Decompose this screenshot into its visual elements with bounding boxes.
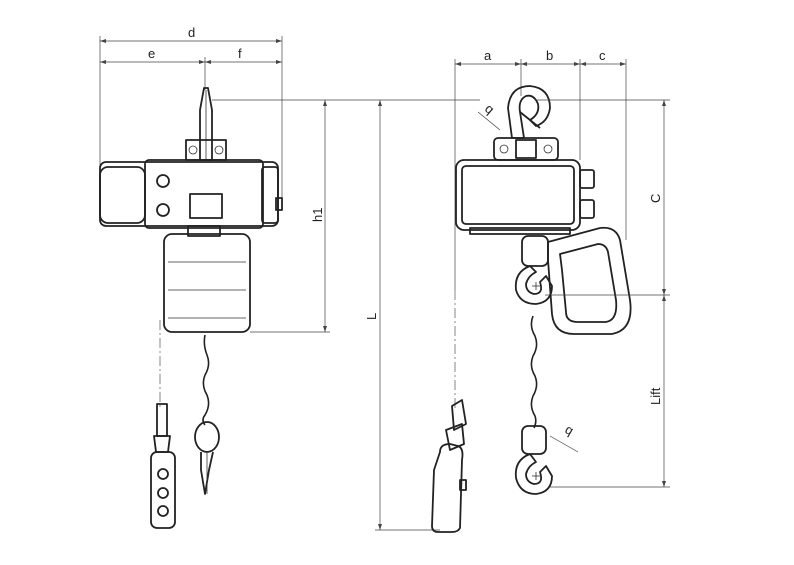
side-handle — [547, 226, 632, 335]
dim-label-L: L — [364, 313, 379, 320]
top-hook: q — [477, 85, 559, 161]
side-control-pendant — [431, 399, 467, 533]
dim-L: L — [364, 100, 440, 531]
dim-label-c: c — [599, 48, 606, 63]
front-view: d e f — [99, 25, 480, 529]
gearbox — [163, 233, 251, 333]
front-bottom-hook — [194, 421, 220, 495]
pendant-button-down — [157, 487, 169, 499]
top-suspension — [185, 87, 227, 161]
hook-raised — [514, 235, 553, 305]
dim-h1: h1 — [212, 99, 480, 333]
dim-label-bottom-hook: q — [563, 422, 577, 439]
pendant-button-up — [157, 468, 169, 480]
side-body — [455, 159, 595, 235]
front-chain — [202, 334, 210, 426]
pendant-button-stop — [157, 505, 169, 517]
dim-e-f: e f — [100, 46, 282, 90]
dim-label-h1: h1 — [310, 208, 325, 222]
dim-label-f: f — [238, 46, 242, 61]
control-pendant — [150, 403, 176, 529]
motor-housing — [99, 159, 283, 237]
dim-label-a: a — [484, 48, 492, 63]
dim-label-b: b — [546, 48, 553, 63]
side-chain — [530, 315, 538, 429]
dim-label-C: C — [648, 194, 663, 203]
hook-lowered: q — [514, 422, 579, 495]
dim-label-lift: Lift — [648, 387, 663, 405]
dim-lift: Lift — [550, 295, 670, 488]
dim-label-d: d — [188, 25, 195, 40]
dim-C: C — [535, 99, 670, 296]
dim-label-top-hook: q — [482, 101, 497, 117]
side-view: a b c q — [364, 48, 670, 533]
dim-a-b-c: a b c — [454, 48, 627, 290]
dim-d: d — [99, 25, 283, 205]
dim-label-e: e — [148, 46, 155, 61]
